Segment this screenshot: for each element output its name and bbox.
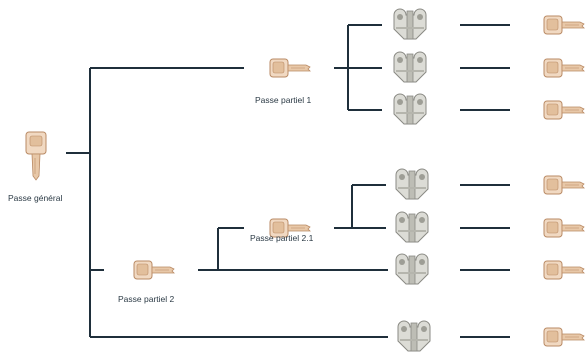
- cylinder-lock-icon-6: [395, 253, 429, 285]
- cylinder-lock-icon-5: [395, 211, 429, 243]
- user-key-icon-4: [543, 175, 585, 195]
- cylinder-lock-icon-4: [395, 168, 429, 200]
- user-key-icon-6: [543, 260, 585, 280]
- label-partial-key-2-1: Passe partiel 2.1: [250, 233, 314, 243]
- partial-2-key-icon: [133, 260, 175, 280]
- master-key-icon: [25, 131, 47, 181]
- label-partial-key-2: Passe partiel 2: [118, 294, 175, 304]
- partial-1-key-icon: [269, 58, 311, 78]
- user-key-icon-5: [543, 218, 585, 238]
- label-master-key: Passe général: [8, 193, 63, 203]
- cylinder-lock-icon-2: [393, 51, 427, 83]
- label-partial-key-1: Passe partiel 1: [255, 95, 312, 105]
- user-key-icon-7: [543, 327, 585, 347]
- cylinder-lock-icon-7: [397, 320, 431, 352]
- user-key-icon-3: [543, 100, 585, 120]
- user-key-icon-2: [543, 58, 585, 78]
- cylinder-lock-icon-1: [393, 8, 427, 40]
- user-key-icon-1: [543, 15, 585, 35]
- cylinder-lock-icon-3: [393, 93, 427, 125]
